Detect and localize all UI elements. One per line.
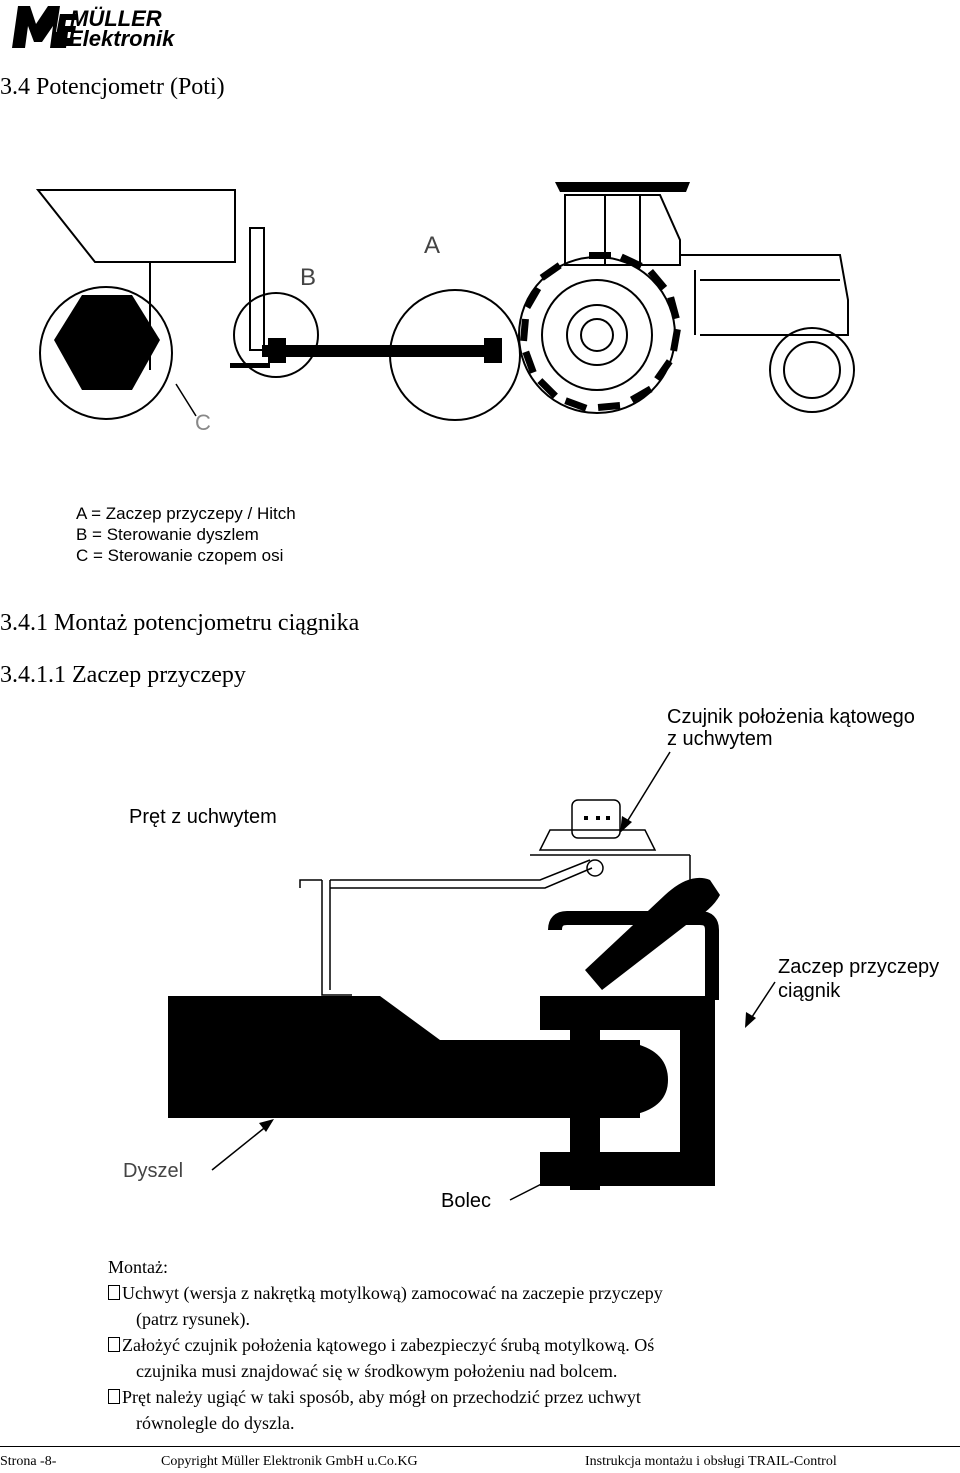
subsection-heading: 3.4.1 Montaż potencjometru ciągnika [0, 610, 360, 636]
checkbox-icon [108, 1285, 120, 1300]
company-logo: MÜLLER Elektronik [8, 2, 208, 54]
footer-page: Strona -8- [0, 1454, 57, 1469]
legend-item-c: C = Sterowanie czopem osi [76, 546, 284, 565]
footer-copyright: Copyright Müller Elektronik GmbH u.Co.KG [161, 1454, 418, 1469]
mounting-instructions: Montaż: Uchwyt (wersja z nakrętką motylk… [108, 1254, 868, 1436]
footer-rule [0, 1446, 960, 1447]
hitch-label-line2: ciągnik [778, 980, 841, 1002]
sensor-label-line1: Czujnik położenia kątowego [667, 706, 915, 728]
logo-mark [12, 6, 78, 48]
legend-item-b: B = Sterowanie dyszlem [76, 525, 259, 544]
pin-label: Bolec [441, 1190, 492, 1212]
mounting-step-1: Uchwyt (wersja z nakrętką motylkową) zam… [108, 1280, 868, 1332]
footer-manual: Instrukcja montażu i obsługi TRAIL-Contr… [585, 1454, 837, 1469]
section-heading: 3.4 Potencjometr (Poti) [0, 74, 225, 100]
figure1-label-c: C [195, 410, 211, 435]
logo-text-bottom: Elektronik [68, 26, 175, 51]
mounting-title: Montaż: [108, 1257, 168, 1277]
drawbar-label: Dyszel [123, 1160, 184, 1182]
sensor-label-line2: z uchwytem [667, 728, 773, 750]
checkbox-icon [108, 1337, 120, 1352]
checkbox-icon [108, 1389, 120, 1404]
rod-label: Pręt z uchwytem [129, 806, 277, 828]
figure1-legend: A = Zaczep przyczepy / Hitch B = Sterowa… [76, 503, 296, 566]
hitch-label-line1: Zaczep przyczepy [778, 956, 940, 978]
logo-text-top: MÜLLER [70, 6, 162, 31]
hitch-diagram [168, 751, 776, 1201]
mounting-step-3: Pręt należy ugiąć w taki sposób, aby móg… [108, 1384, 868, 1436]
figure1-label-b: B [300, 264, 317, 291]
legend-item-a: A = Zaczep przyczepy / Hitch [76, 504, 296, 523]
mounting-step-2: Założyć czujnik położenia kątowego i zab… [108, 1332, 868, 1384]
tractor-trailer-diagram [35, 182, 855, 421]
subsubsection-heading: 3.4.1.1 Zaczep przyczepy [0, 662, 246, 688]
figure1-label-a: A [424, 232, 441, 259]
